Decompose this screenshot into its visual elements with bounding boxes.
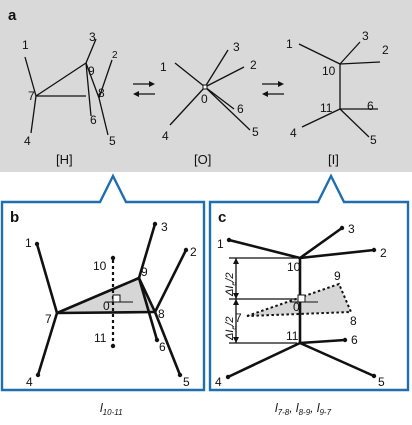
atom-label: 10 [93, 259, 107, 273]
panel-c-letter: c [218, 209, 226, 226]
atom-label: 4 [290, 126, 297, 140]
structure-i [298, 41, 381, 138]
atom-label: 2 [380, 246, 387, 260]
atom-label: 5 [370, 133, 377, 147]
atom-label: 4 [26, 375, 33, 389]
atom-label: 2 [112, 50, 118, 61]
atom-label: 6 [351, 333, 358, 347]
atom-label: 7 [45, 312, 52, 326]
atom-label: 3 [233, 40, 240, 54]
atom-label: 1 [160, 60, 167, 74]
config-tag-i: [I] [328, 152, 339, 167]
panel-a-letter: a [8, 7, 17, 24]
atom-label: 6 [90, 113, 97, 127]
atom-label: 1 [22, 38, 29, 52]
atom-label: 7 [28, 89, 35, 103]
equilibrium-arrows-right [262, 81, 284, 97]
atom-label: 9 [334, 269, 341, 283]
atom-label: 11 [94, 331, 107, 345]
panel-c-frame [208, 173, 410, 392]
atom-label: 3 [89, 30, 96, 44]
atom-label: 2 [190, 245, 197, 259]
dimension-lower: ΔIe/2 [224, 316, 238, 341]
atom-label: 6 [237, 102, 244, 116]
shaded-triangle-b [57, 278, 155, 313]
atom-label: 8 [98, 86, 105, 100]
caption-b: l10-11 [100, 401, 123, 417]
atom-label: 8 [158, 307, 165, 321]
atom-label: 1 [286, 37, 293, 51]
atom-label: 3 [348, 222, 355, 236]
atom-label: 5 [378, 375, 385, 389]
atom-label: 5 [109, 134, 116, 148]
config-tag-o: [O] [194, 152, 211, 167]
config-tag-h: [H] [56, 152, 73, 167]
atom-label: 0 [103, 299, 110, 313]
equilibrium-arrows-left [133, 81, 155, 97]
dimension-upper: ΔIe/2 [224, 272, 238, 297]
structure-h [24, 38, 113, 136]
atom-label: 8 [350, 314, 357, 328]
center-marker [112, 294, 121, 303]
center-marker [202, 84, 208, 90]
atom-label: 6 [367, 99, 374, 113]
panel-b-letter: b [10, 209, 19, 226]
atom-label: 2 [250, 58, 257, 72]
atom-label: 4 [24, 134, 31, 148]
atom-label: 6 [159, 340, 166, 354]
atom-label: 4 [215, 375, 222, 389]
atom-label: 1 [25, 236, 32, 250]
atom-label: 3 [362, 29, 369, 43]
atom-label: 11 [320, 101, 333, 115]
atom-label: 1 [217, 237, 224, 251]
atom-label: 5 [252, 125, 259, 139]
atom-label: 10 [322, 64, 336, 78]
atom-label: 4 [162, 129, 169, 143]
atom-label: 5 [183, 375, 190, 389]
atom-label: 0 [293, 300, 300, 314]
atom-label: 3 [161, 220, 168, 234]
atom-label: 7 [235, 311, 242, 325]
atom-label: 9 [141, 265, 148, 279]
atom-label: 2 [382, 43, 389, 57]
atom-label: 0 [201, 92, 208, 106]
structure-o [169, 49, 251, 131]
atom-label: 11 [286, 329, 299, 343]
caption-c: l7-8, l8-9, l9-7 [275, 401, 332, 417]
atom-label: 10 [287, 260, 301, 274]
atom-label: 9 [88, 64, 95, 78]
